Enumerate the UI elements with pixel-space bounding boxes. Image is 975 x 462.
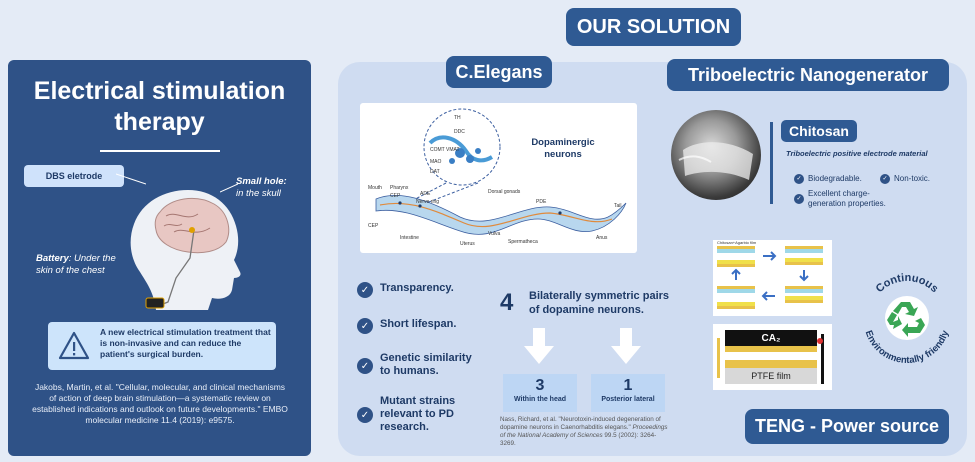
check-circle-icon: ✓: [357, 318, 373, 334]
reference-citation: Jakobs, Martin, et al. "Cellular, molecu…: [32, 382, 288, 425]
anatomy-label: Spermatheca: [508, 239, 538, 245]
check-circle-icon: ✓: [794, 194, 804, 204]
property-item: ✓ Excellent charge-generation properties…: [794, 189, 904, 209]
terminal-dot: [817, 338, 823, 344]
head-neurons-box: 3 Within the head: [503, 374, 577, 412]
anatomy-label: Tail: [614, 203, 622, 209]
warning-text: A new electrical stimulation treatment t…: [100, 327, 271, 359]
anatomy-label: Dorsal gonads: [488, 189, 521, 195]
electrode-layer: [725, 360, 817, 368]
dopaminergic-neurons-label: Dopaminergic neurons: [531, 137, 595, 160]
page-title: OUR SOLUTION: [566, 8, 741, 46]
check-circle-icon: ✓: [357, 407, 373, 423]
anatomy-label: Vulva: [488, 231, 501, 237]
anatomy-label: CEP: [368, 223, 379, 229]
posterior-neurons-box: 1 Posterior lateral: [591, 374, 665, 412]
list-item: ✓ Mutant strains relevant to PD research…: [357, 395, 476, 434]
anatomy-label: Uterus: [460, 241, 475, 247]
anatomy-label: ADE: [420, 191, 431, 197]
warning-triangle-icon: [58, 331, 90, 360]
reference-citation: Nass, Richard, et al. "Neurotoxin-induce…: [500, 416, 668, 447]
wire: [821, 334, 824, 384]
anatomy-label: Nerve ring: [416, 199, 440, 205]
teng-cycle-diagram: Chitosan+Agarbio film: [713, 240, 832, 316]
arrow-down-icon: [611, 328, 641, 364]
anatomy-label: PDE: [536, 199, 547, 205]
electrode-layer: [725, 346, 817, 352]
worm-illustration: [375, 108, 627, 235]
teng-heading: Triboelectric Nanogenerator: [667, 59, 949, 91]
continuous-label: Continuous: [874, 272, 941, 295]
accent-bar: [770, 122, 773, 204]
list-item: ✓ Transparency.: [357, 282, 454, 298]
panel-title: Electrical stimulation therapy: [33, 77, 286, 136]
recycle-badge: Continuous Environmentally friendly: [852, 262, 962, 372]
recycle-icon: [887, 302, 925, 337]
anatomy-label: CEP: [390, 193, 401, 199]
battery-label: Battery: Under the skin of the chest: [36, 253, 116, 276]
anatomy-label: Mouth: [368, 185, 382, 191]
recycle-circle-illustration: Continuous Environmentally friendly: [863, 272, 952, 366]
title-divider: [100, 150, 220, 152]
teng-cycle-illustration: [717, 246, 823, 309]
arrow-down-icon: [524, 328, 554, 364]
teng-power-source-label: TENG - Power source: [745, 409, 949, 444]
celegans-heading: C.Elegans: [446, 56, 552, 88]
list-item: ✓ Short lifespan.: [357, 318, 456, 334]
head-silhouette-illustration: [130, 190, 241, 310]
pathway-label: MAO: [430, 159, 442, 165]
property-item: ✓ Biodegradable.: [794, 174, 862, 184]
pathway-label: TH: [454, 115, 461, 121]
dbs-pointer-line: [116, 173, 146, 185]
dbs-electrode-label: DBS eletrode: [24, 165, 124, 187]
material-label: Chitosan: [781, 120, 857, 142]
anatomy-label: Anus: [596, 235, 608, 241]
check-circle-icon: ✓: [357, 282, 373, 298]
check-circle-icon: ✓: [357, 358, 373, 374]
pairs-text: Bilaterally symmetric pairs of dopamine …: [529, 290, 670, 316]
material-description: Triboelectric positive electrode materia…: [786, 149, 928, 158]
celegans-anatomy-figure: Dopaminergic neurons TH DDC COMT VMAT MA…: [360, 103, 637, 253]
ptfe-layer: PTFE film: [725, 368, 817, 384]
pathway-label: DDC: [454, 129, 465, 135]
pathway-label: COMT: [430, 147, 445, 153]
check-circle-icon: ✓: [880, 174, 890, 184]
property-item: ✓ Non-toxic.: [880, 174, 930, 184]
pairs-number: 4: [500, 289, 514, 316]
anatomy-label: Intestine: [400, 235, 419, 241]
warning-callout: A new electrical stimulation treatment t…: [48, 322, 276, 370]
pathway-label: DAT: [430, 169, 440, 175]
diagram-label: Chitosan+Agarbio film: [717, 240, 757, 245]
film-sheet-illustration: [678, 142, 753, 180]
check-circle-icon: ✓: [794, 174, 804, 184]
list-item: ✓ Genetic similarity to humans.: [357, 352, 480, 378]
ca-layer: CA₂: [725, 330, 817, 346]
teng-structure-diagram: CA₂ PTFE film: [713, 324, 832, 390]
anatomy-label: Pharynx: [390, 185, 409, 191]
small-hole-label: Small hole:in the skull: [236, 176, 287, 199]
svg-text:Continuous: Continuous: [874, 272, 941, 295]
pathway-label: VMAT: [446, 147, 460, 153]
chitosan-film-photo: [671, 110, 761, 200]
stimulation-therapy-panel: Electrical stimulation therapy DBS eletr…: [8, 60, 311, 456]
hole-pointer-line: [220, 183, 238, 193]
wire: [717, 338, 720, 378]
